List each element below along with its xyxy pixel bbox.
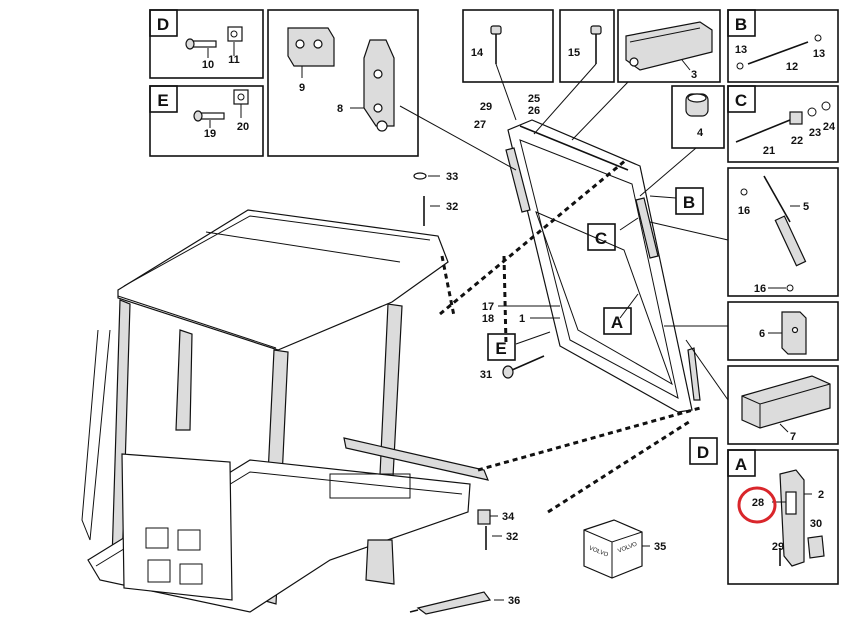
part-label-4: 4 xyxy=(697,127,704,139)
parts-kit-box: VOLVO VOLVO 35 xyxy=(583,519,666,579)
part-label-3: 3 xyxy=(691,69,697,81)
part-label-11: 11 xyxy=(228,54,240,66)
part-label-15: 15 xyxy=(568,47,580,59)
part-label-16b: 16 xyxy=(754,283,766,295)
part-label-10: 10 xyxy=(202,59,214,71)
part-label-33: 33 xyxy=(446,171,458,183)
part-label-34: 34 xyxy=(502,511,515,523)
part-label-32-top: 32 xyxy=(446,201,458,213)
part-label-20: 20 xyxy=(237,121,249,133)
part-label-28: 28 xyxy=(752,497,764,509)
part-label-16a: 16 xyxy=(738,205,750,217)
part-label-18: 18 xyxy=(482,313,494,325)
detail-box-hinge: 9 8 xyxy=(267,9,419,157)
detail-box-15: 15 xyxy=(559,9,615,83)
part-label-17: 17 xyxy=(482,301,494,313)
seal-block-icon xyxy=(741,375,831,429)
detail-box-b: B 13 12 13 xyxy=(727,9,839,83)
detail-box-c: C 21 22 23 24 xyxy=(727,85,839,163)
block-icon xyxy=(781,311,807,355)
part-label-31: 31 xyxy=(480,369,492,381)
gas-strut-icon xyxy=(740,175,807,292)
part-label-14: 14 xyxy=(471,47,484,59)
bushing-icon xyxy=(685,93,709,117)
part-label-30: 30 xyxy=(810,518,822,530)
part-label-36: 36 xyxy=(508,595,520,607)
detail-letter-b: B xyxy=(735,15,747,34)
clip-nut-icon xyxy=(233,89,249,105)
part-34: 34 xyxy=(477,509,515,525)
part-label-25: 25 xyxy=(528,93,540,105)
detail-box-3: 3 xyxy=(617,9,721,83)
part-label-32-bottom: 32 xyxy=(506,531,518,543)
pin-assembly-icon xyxy=(735,101,831,143)
svg-text:B: B xyxy=(683,193,695,212)
part-label-13a: 13 xyxy=(735,44,747,56)
highlight-circle xyxy=(737,486,777,524)
part-label-22: 22 xyxy=(791,135,803,147)
callout-b: B xyxy=(675,187,704,215)
part-label-19: 19 xyxy=(204,128,216,140)
detail-letter-a: A xyxy=(735,455,747,474)
svg-text:D: D xyxy=(697,443,709,462)
door-drawing xyxy=(505,119,701,413)
detail-box-14: 14 xyxy=(462,9,554,83)
detail-box-6: 6 xyxy=(727,301,839,361)
detail-letter-c: C xyxy=(735,91,747,110)
part-label-1: 1 xyxy=(519,313,525,325)
latch-bracket-icon xyxy=(779,469,825,567)
clip-nut-icon xyxy=(227,26,243,42)
hinge-plate-icon xyxy=(287,27,335,67)
cab-frame-drawing xyxy=(81,209,489,613)
part-label-2: 2 xyxy=(818,489,824,501)
washer-33: 33 xyxy=(413,171,458,183)
callout-d: D xyxy=(689,437,718,465)
part-label-29-detail: 29 xyxy=(772,541,784,553)
bolt-31: 31 xyxy=(480,355,545,381)
callout-a: A xyxy=(603,307,632,335)
leader-lines xyxy=(399,63,729,401)
detail-letter-d-box xyxy=(149,9,178,37)
bolt-icon xyxy=(185,38,217,50)
part-label-5: 5 xyxy=(803,201,809,213)
screw-32-bottom: 32 xyxy=(485,526,518,550)
detail-box-d: D 10 11 xyxy=(149,9,264,79)
callout-e: E xyxy=(487,333,516,361)
screw-32-top: 32 xyxy=(423,196,458,226)
part-label-27: 27 xyxy=(474,119,486,131)
part-label-6: 6 xyxy=(759,328,765,340)
dashed-connectors xyxy=(439,158,701,514)
part-label-12: 12 xyxy=(786,61,798,73)
pin-icon xyxy=(736,34,822,70)
part-label-21: 21 xyxy=(763,145,775,157)
hinge-bracket-icon xyxy=(363,39,395,132)
screw-icon xyxy=(590,25,602,64)
part-label-35: 35 xyxy=(654,541,666,553)
detail-letter-d: D xyxy=(157,15,169,34)
svg-text:A: A xyxy=(611,313,623,332)
detail-box-a: A 28 2 30 29 xyxy=(727,449,839,585)
part-label-26: 26 xyxy=(528,105,540,117)
detail-box-e: E 19 20 xyxy=(149,85,264,157)
detail-box-7: 7 xyxy=(727,365,839,445)
seal-profile-icon xyxy=(625,21,713,71)
sealant-tube: 36 xyxy=(409,591,520,615)
svg-text:C: C xyxy=(595,229,607,248)
part-label-9: 9 xyxy=(299,82,305,94)
part-label-8: 8 xyxy=(337,103,343,115)
part-label-7: 7 xyxy=(790,431,796,443)
detail-box-5: 5 16 16 xyxy=(727,167,839,297)
detail-box-4: 4 xyxy=(671,85,725,149)
callout-c: C xyxy=(587,223,616,251)
screw-icon xyxy=(490,25,502,64)
part-label-24: 24 xyxy=(823,121,836,133)
part-label-13b: 13 xyxy=(813,48,825,60)
detail-letter-e: E xyxy=(157,91,168,110)
part-label-29: 29 xyxy=(480,101,492,113)
bolt-icon xyxy=(193,110,225,122)
part-label-23: 23 xyxy=(809,127,821,139)
svg-text:E: E xyxy=(495,339,506,358)
